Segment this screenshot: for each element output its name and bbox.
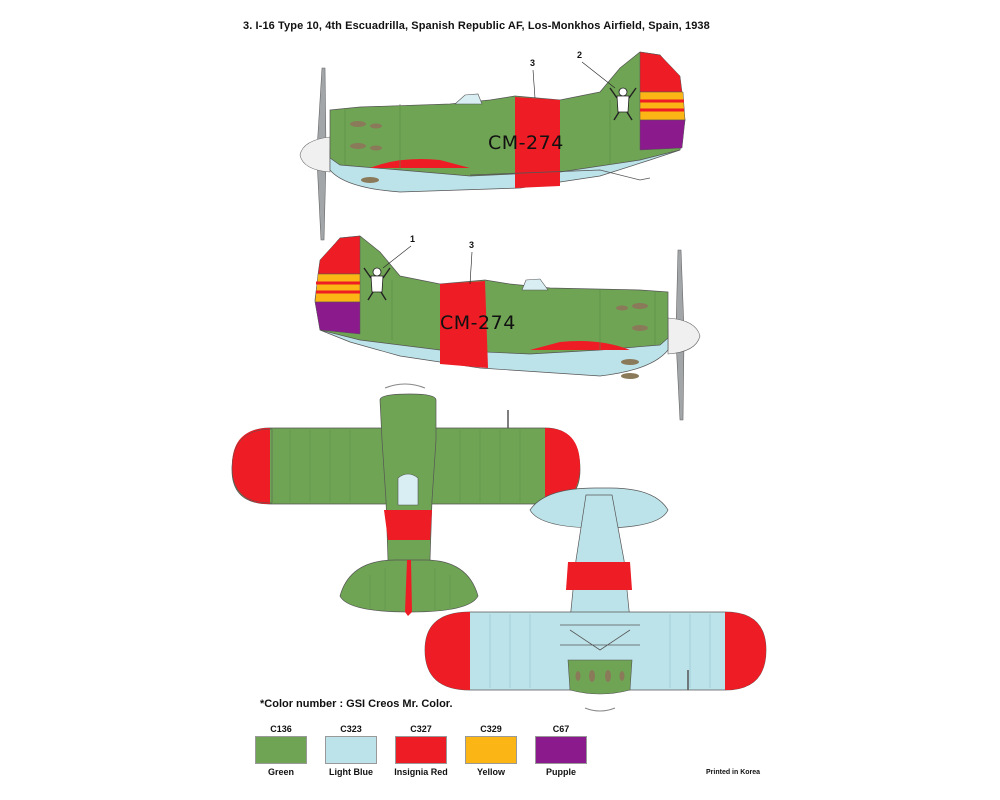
swatch-code: C323 bbox=[340, 724, 362, 734]
swatch-light-blue: C323 Light Blue bbox=[320, 724, 382, 777]
left-side-profile: 3 2 CM-274 bbox=[299, 50, 686, 241]
swatch-name: Green bbox=[267, 767, 294, 777]
right-side-profile: 1 3 CM-274 bbox=[314, 234, 701, 421]
top-view bbox=[231, 383, 581, 616]
page-title: 3. I-16 Type 10, 4th Escuadrilla, Spanis… bbox=[243, 20, 710, 32]
aircraft-code-left: CM-274 bbox=[488, 132, 564, 154]
color-note: *Color number : GSI Creos Mr. Color. bbox=[260, 698, 453, 710]
swatch-insignia-red: C327 Insignia Red bbox=[390, 724, 452, 777]
printed-note: Printed in Korea bbox=[706, 769, 761, 776]
callout-2-left: 2 bbox=[577, 50, 582, 60]
swatch-green: C136 Green bbox=[250, 724, 312, 777]
swatch-name: Insignia Red bbox=[394, 767, 448, 777]
swatch-box bbox=[255, 736, 307, 764]
callout-3-right: 3 bbox=[469, 240, 474, 250]
swatch-code: C136 bbox=[270, 724, 292, 734]
squadron-emblem bbox=[609, 87, 637, 121]
swatch-pupple: C67 Pupple bbox=[530, 724, 592, 777]
swatch-box bbox=[325, 736, 377, 764]
swatch-code: C329 bbox=[480, 724, 502, 734]
swatch-box bbox=[465, 736, 517, 764]
callout-3-left: 3 bbox=[530, 58, 535, 68]
swatch-box bbox=[395, 736, 447, 764]
swatch-code: C67 bbox=[552, 724, 570, 734]
swatch-box bbox=[535, 736, 587, 764]
aircraft-code-right: CM-274 bbox=[440, 312, 516, 334]
swatch-code: C327 bbox=[410, 724, 432, 734]
swatch-name: Pupple bbox=[545, 767, 576, 777]
swatch-name: Yellow bbox=[476, 767, 505, 777]
swatch-yellow: C329 Yellow bbox=[460, 724, 522, 777]
callout-1-right: 1 bbox=[410, 234, 415, 244]
squadron-emblem bbox=[363, 267, 391, 301]
bottom-view bbox=[424, 487, 767, 712]
swatch-name: Light Blue bbox=[329, 767, 373, 777]
